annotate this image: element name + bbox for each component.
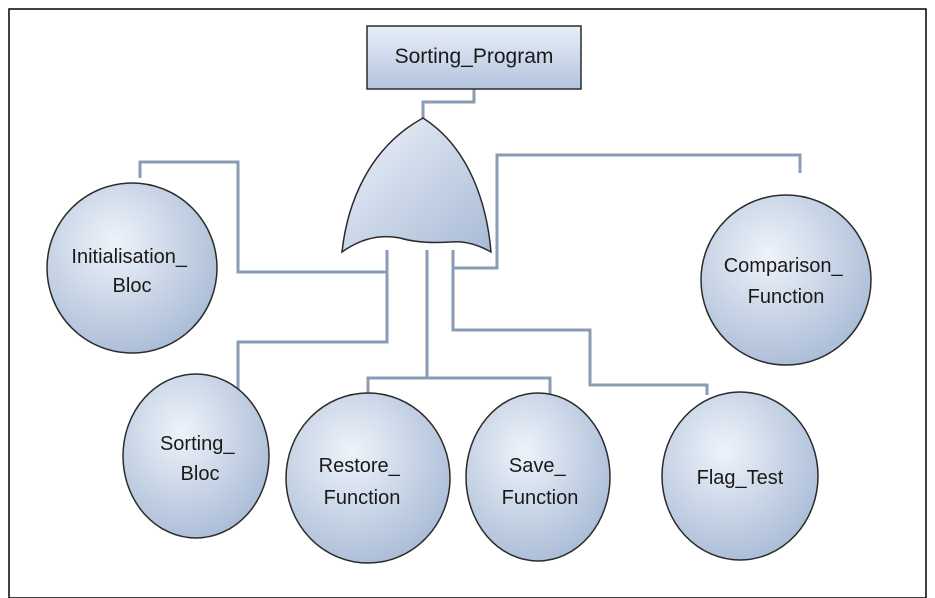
event-sorting-line2: Bloc [181,463,220,485]
event-save-line2: Function [502,487,579,509]
event-restore-line2: Function [324,487,401,509]
event-initialisation-line2: Bloc [113,275,152,297]
event-comparison-function: Comparison_ Function [700,194,872,366]
connector-comparison [452,153,802,270]
top-event-label: Sorting_Program [395,45,554,68]
event-comparison-line1: Comparison_ [724,255,844,277]
svg-text:Comparison_ Function: Comparison_ Function [724,255,849,308]
event-restore-function: Restore_ Function [285,392,451,564]
event-restore-line1: Restore_ [319,455,401,477]
connector-top [421,89,476,118]
connector-lines [138,89,802,395]
or-gate-symbol [341,117,492,254]
event-flag-label: Flag_Test [697,467,784,489]
diagram-border [8,8,927,598]
event-comparison-line2: Function [748,286,825,308]
event-initialisation-bloc: Initialisation_ Bloc [46,182,218,354]
svg-text:Initialisation_ Bloc: Initialisation_ Bloc [71,246,192,297]
connector-save [427,376,552,395]
connector-flag [451,250,709,395]
svg-text:Save_ Function: Save_ Function [502,455,579,509]
event-flag-test: Flag_Test [661,391,819,561]
event-save-function: Save_ Function [465,392,611,562]
event-initialisation-line1: Initialisation_ [71,246,188,268]
event-sorting-line1: Sorting_ [160,433,235,455]
connector-sorting [236,250,389,395]
svg-text:Restore_ Function: Restore_ Function [319,455,406,509]
connector-initialisation [138,160,388,274]
connector-restore [366,250,429,395]
event-sorting-bloc: Sorting_ Bloc [122,373,270,539]
top-event-box: Sorting_Program [366,25,582,90]
event-save-line1: Save_ [509,455,567,477]
svg-text:Sorting_ Bloc: Sorting_ Bloc [160,433,240,485]
